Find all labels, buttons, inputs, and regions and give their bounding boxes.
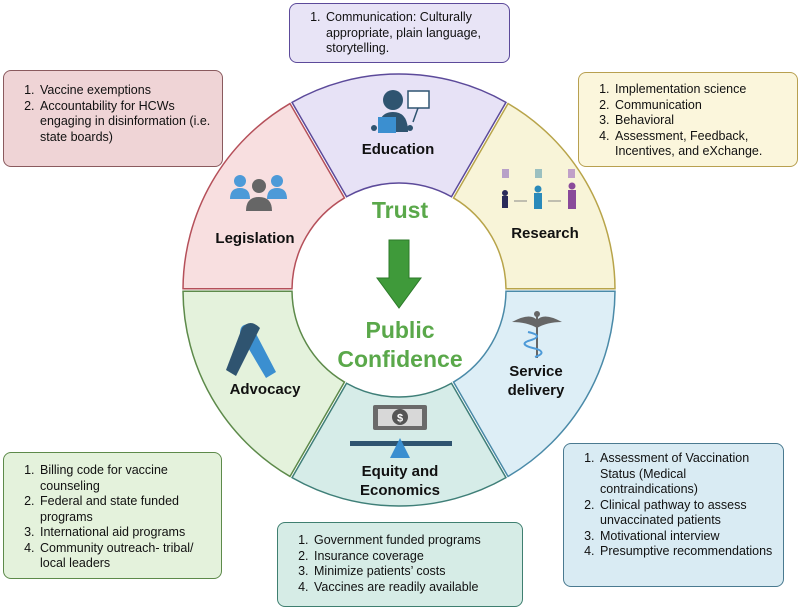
list-item: Behavioral: [613, 113, 789, 129]
list-item: Insurance coverage: [312, 549, 514, 565]
advocacy-detail-box: Billing code for vaccine counselingFeder…: [3, 452, 222, 579]
teacher-icon: [371, 90, 430, 133]
list-item: International aid programs: [38, 525, 213, 541]
service-label-line1: Service: [509, 363, 563, 380]
legislation-detail-box: Vaccine exemptionsAccountability for HCW…: [3, 70, 223, 167]
money-scale-icon: $: [350, 405, 452, 458]
list-item: Billing code for vaccine counseling: [38, 463, 213, 494]
list-item: Government funded programs: [312, 533, 514, 549]
people-group-icon: [230, 175, 287, 211]
svg-text:$: $: [397, 413, 403, 425]
list-item: Implementation science: [613, 82, 789, 98]
list-item: Vaccines are readily available: [312, 580, 514, 596]
equity-label-line2: Economics: [359, 482, 441, 499]
service-label-line2: delivery: [507, 382, 565, 399]
list-item: Motivational interview: [598, 529, 775, 545]
list-item: Minimize patients’ costs: [312, 564, 514, 580]
list-item: Accountability for HCWs engaging in disi…: [38, 99, 214, 146]
research-detail-box: Implementation scienceCommunicationBehav…: [578, 72, 798, 167]
center-trust: Trust: [371, 197, 429, 223]
segment-label-advocacy: Advocacy: [229, 381, 301, 398]
list-item: Vaccine exemptions: [38, 83, 214, 99]
center-public-confidence: Public Confidence: [320, 316, 480, 374]
ring-segment-advocacy: [182, 290, 346, 478]
segment-label-research: Research: [511, 225, 579, 242]
awareness-ribbon-icon: [226, 323, 276, 378]
center-confidence: Confidence: [337, 346, 463, 372]
list-item: Presumptive recommendations: [598, 544, 775, 560]
segment-label-legislation: Legislation: [215, 230, 295, 247]
segment-label-education: Education: [361, 141, 435, 158]
segment-label-service: Service delivery: [486, 362, 586, 400]
equity-detail-box: Government funded programsInsurance cove…: [277, 522, 523, 607]
ring-segment-service: [452, 290, 616, 478]
research-progression-icon: [502, 169, 576, 209]
caduceus-icon: [512, 311, 562, 358]
center-public: Public: [365, 317, 435, 343]
education-detail-box: Communication: Culturally appropriate, p…: [289, 3, 510, 63]
list-item: Communication: [613, 98, 789, 114]
list-item: Clinical pathway to assess unvaccinated …: [598, 498, 775, 529]
service-detail-box: Assessment of Vaccination Status (Medica…: [563, 443, 784, 587]
down-arrow-icon: [376, 239, 422, 309]
list-item: Assessment, Feedback, Incentives, and eX…: [613, 129, 789, 160]
list-item: Federal and state funded programs: [38, 494, 213, 525]
ring-segment-education: [291, 73, 507, 198]
equity-label-line1: Equity and: [361, 463, 439, 480]
ring-segment-legislation: [182, 102, 346, 290]
segment-label-equity: Equity and Economics: [340, 462, 460, 500]
list-item: Community outreach- tribal/ local leader…: [38, 541, 213, 572]
list-item: Communication: Culturally appropriate, p…: [324, 10, 501, 57]
list-item: Assessment of Vaccination Status (Medica…: [598, 451, 775, 498]
